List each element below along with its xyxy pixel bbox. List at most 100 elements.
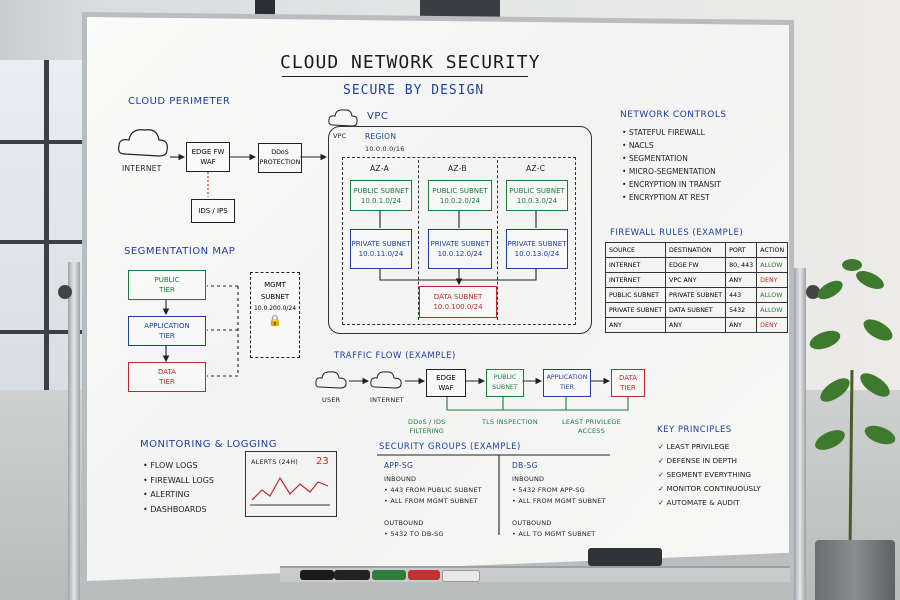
network-controls-heading: NETWORK CONTROLS xyxy=(620,110,727,120)
principles-list: ✓ LEAST PRIVILEGE ✓ DEFENSE IN DEPTH ✓ S… xyxy=(658,440,761,510)
az-divider xyxy=(497,160,498,320)
ddos-sub-label: PROTECTION xyxy=(259,159,301,166)
text-label: 80, 443 xyxy=(725,257,758,273)
app-sg-rules: INBOUND • 443 FROM PUBLIC SUBNET • ALL F… xyxy=(384,475,482,538)
alerts-chart-box xyxy=(245,451,337,517)
az-b-label: AZ-B xyxy=(448,164,467,173)
az-c-label: AZ-C xyxy=(526,164,546,173)
text-label: WAF xyxy=(438,384,454,392)
text-label: 443 xyxy=(725,287,758,303)
stand-knob xyxy=(806,285,820,299)
board-subtitle: SECURE BY DESIGN xyxy=(343,83,485,98)
text-label: DATA xyxy=(618,374,638,382)
user-label: USER xyxy=(322,396,341,404)
board-title: CLOUD NETWORK SECURITY xyxy=(280,52,541,73)
check-icon: ✓ xyxy=(658,498,665,507)
check-icon: ✓ xyxy=(658,456,665,465)
column-header: ACTION xyxy=(756,242,789,258)
text-label: ANY xyxy=(604,317,667,333)
text-label: DENY xyxy=(756,272,789,288)
tier-sub-label: TIER xyxy=(159,286,175,294)
column-header: SOURCE xyxy=(604,242,667,258)
monitoring-heading: MONITORING & LOGGING xyxy=(140,439,277,450)
mgmt-subnet-box: MGMT SUBNET 10.0.200.0/24 🔒 xyxy=(250,272,300,358)
column-header: DESTINATION xyxy=(665,242,727,258)
stand-knob xyxy=(58,285,72,299)
list-item: LEAST PRIVILEGE xyxy=(666,442,730,451)
text-label: ANY xyxy=(725,272,758,288)
subnet-label: PUBLIC SUBNET xyxy=(432,186,488,195)
text-label: ALLOW xyxy=(756,302,789,318)
text-label: INBOUND xyxy=(384,475,417,483)
list-item: 443 FROM PUBLIC SUBNET xyxy=(390,486,482,494)
tier-label: PUBLIC xyxy=(154,276,180,284)
firewall-heading: FIREWALL RULES (EXAMPLE) xyxy=(610,228,744,238)
ddos-label: DDoS xyxy=(271,149,289,156)
green-marker xyxy=(372,570,406,580)
list-item: SEGMENT EVERYTHING xyxy=(666,470,751,479)
list-item: ALL TO MGMT SUBNET xyxy=(518,530,596,538)
lock-icon: 🔒 xyxy=(268,314,282,327)
list-item: ALL FROM MGMT SUBNET xyxy=(390,497,478,505)
text-label: ANY xyxy=(665,317,727,333)
text-label: ANY xyxy=(725,317,758,333)
subnet-cidr: 10.0.12.0/24 xyxy=(437,250,483,258)
text-label: 5432 xyxy=(725,302,758,318)
text-label: TIER xyxy=(559,384,575,391)
alerts-label: ALERTS (24H) xyxy=(251,458,299,466)
subnet-cidr: 10.0.11.0/24 xyxy=(358,250,404,258)
text-label: DDoS / IDS xyxy=(408,418,446,426)
region-cidr: 10.0.0.0/16 xyxy=(365,145,405,153)
white-marker xyxy=(442,570,480,582)
list-item: MONITOR CONTINUOUSLY xyxy=(666,484,761,493)
region-label: REGION xyxy=(365,132,397,141)
mgmt-label: MGMT xyxy=(264,281,286,289)
principles-heading: KEY PRINCIPLES xyxy=(657,425,732,435)
internet-cloud-icon xyxy=(370,371,402,389)
mgmt-cidr: 10.0.200.0/24 xyxy=(253,305,297,312)
list-item: DASHBOARDS xyxy=(150,504,207,514)
red-marker xyxy=(408,570,440,580)
text-label: EDGE xyxy=(436,374,456,382)
text-label: EDGE FW xyxy=(665,257,727,273)
text-label: APPLICATION xyxy=(546,374,588,381)
text-label: ALLOW xyxy=(756,257,789,273)
vpc-heading: VPC xyxy=(367,111,389,122)
subnet-label: PRIVATE SUBNET xyxy=(351,240,411,248)
potted-plant xyxy=(809,259,896,550)
user-cloud-icon xyxy=(315,371,347,389)
internet-label: INTERNET xyxy=(122,164,162,173)
mgmt-sub-label: SUBNET xyxy=(260,293,290,301)
tier-sub-label: TIER xyxy=(159,378,175,386)
text-label: INTERNET xyxy=(604,272,667,288)
ddos-box: DDoS PROTECTION xyxy=(258,143,302,173)
text-label: OUTBOUND xyxy=(384,519,424,527)
waf-label: WAF xyxy=(200,158,216,166)
list-item: MICRO-SEGMENTATION xyxy=(628,167,716,176)
security-groups-heading: SECURITY GROUPS (EXAMPLE) xyxy=(379,442,521,452)
az-a-label: AZ-A xyxy=(370,164,390,173)
traffic-app-box: APPLICATION TIER xyxy=(543,369,591,397)
text-label: OUTBOUND xyxy=(512,519,552,527)
private-subnet-a: PRIVATE SUBNET 10.0.11.0/24 xyxy=(350,229,412,269)
text-label: PRIVATE SUBNET xyxy=(604,302,667,318)
list-item: SEGMENTATION xyxy=(628,154,688,163)
db-sg-name: DB-SG xyxy=(512,461,538,470)
internet-cloud-icon xyxy=(118,129,168,157)
window-frame xyxy=(255,0,275,18)
column-header: PORT xyxy=(725,242,758,258)
traffic-note: TLS INSPECTION xyxy=(482,418,538,426)
check-icon: ✓ xyxy=(658,470,665,479)
